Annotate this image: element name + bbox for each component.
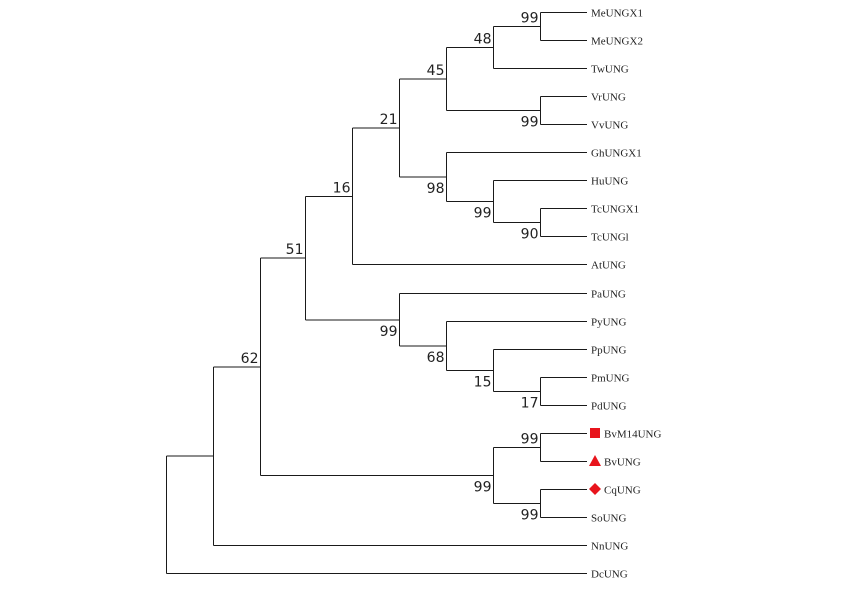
support-value-c16: 16 [333, 180, 351, 196]
square-marker-icon [590, 428, 600, 438]
leaf-label-vvung: VvUNG [591, 120, 628, 132]
leaf-label-dcung: DcUNG [591, 569, 628, 581]
support-value-c51: 51 [286, 242, 304, 258]
leaf-label-ppung: PpUNG [591, 345, 627, 357]
support-value-gh_hu: 98 [427, 181, 445, 197]
support-value-me_tw: 48 [474, 32, 492, 48]
support-value-c21: 21 [380, 112, 398, 128]
leaf-label-bvm14ung: BvM14UNG [604, 429, 662, 441]
support-value-hu_tc: 99 [474, 206, 492, 222]
leaf-label-tcungx1: TcUNGX1 [591, 204, 639, 216]
leaf-label-pmung: PmUNG [591, 373, 630, 385]
leaf-label-soung: SoUNG [591, 513, 627, 525]
leaf-label-cqung: CqUNG [604, 485, 641, 497]
support-value-c62: 62 [241, 351, 259, 367]
tree-branches [166, 12, 587, 574]
leaf-label-huung: HuUNG [591, 176, 628, 188]
triangle-marker-icon [589, 455, 601, 466]
support-value-tc: 90 [521, 227, 539, 243]
support-value-pm_pd: 17 [521, 396, 539, 412]
leaf-label-paung: PaUNG [591, 289, 626, 301]
leaf-label-meungx2: MeUNGX2 [591, 36, 643, 48]
support-value-vr_vv: 99 [521, 115, 539, 131]
leaf-label-bvung: BvUNG [604, 457, 641, 469]
leaf-label-pdung: PdUNG [591, 401, 627, 413]
support-value-pa_py: 99 [380, 324, 398, 340]
support-value-bv: 99 [521, 432, 539, 448]
diamond-marker-icon [589, 483, 601, 495]
support-values: 99 48 99 45 90 99 98 21 16 17 15 68 99 51 99 99 99 62 [241, 11, 539, 524]
leaf-label-atung: AtUNG [591, 260, 626, 272]
leaf-label-meungx1: MeUNGX1 [591, 8, 643, 20]
leaf-label-pyung: PyUNG [591, 317, 627, 329]
leaf-label-ghungx1: GhUNGX1 [591, 148, 642, 160]
support-value-bv_cq: 99 [474, 480, 492, 496]
support-value-pp_pm: 15 [474, 375, 492, 391]
support-value-py_pp: 68 [427, 350, 445, 366]
leaf-label-tcungl: TcUNGl [591, 232, 629, 244]
leaf-label-twung: TwUNG [591, 64, 629, 76]
leaf-label-nnung: NnUNG [591, 541, 628, 553]
support-value-cq_so: 99 [521, 508, 539, 524]
support-value-c45: 45 [427, 63, 445, 79]
leaf-label-vrung: VrUNG [591, 92, 626, 104]
support-value-me: 99 [521, 11, 539, 27]
